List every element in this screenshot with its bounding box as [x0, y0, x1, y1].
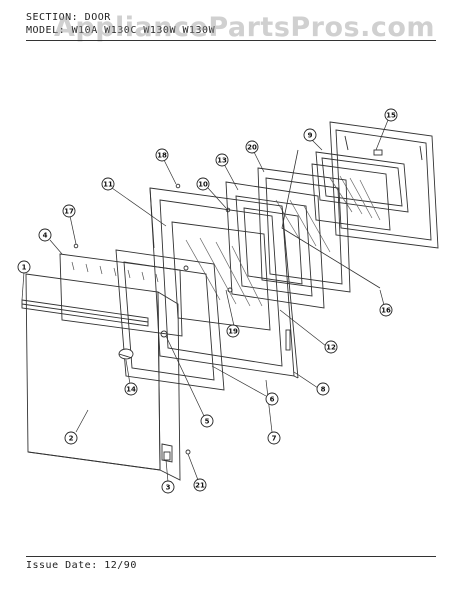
callout-number: 12: [326, 344, 336, 352]
callout-circle: [64, 431, 78, 445]
callout-circle: [384, 108, 398, 122]
callout-number: 14: [126, 386, 136, 394]
part-20-glass-frame: [257, 167, 351, 293]
callout-number: 10: [198, 181, 208, 189]
leader-lines: [21, 119, 389, 483]
callout-circle: [226, 324, 240, 338]
callout-16: 16: [379, 303, 393, 317]
callout-circle: [303, 128, 317, 142]
callout-circle: [196, 177, 210, 191]
callout-number: 13: [217, 157, 227, 165]
callout-circle: [316, 382, 330, 396]
callout-circle: [245, 140, 259, 154]
callout-number: 15: [386, 112, 396, 120]
callout-13: 13: [215, 153, 229, 167]
part-13-window-liner: [225, 181, 325, 309]
section-title: SECTION: DOOR: [26, 12, 111, 23]
callout-8: 8: [316, 382, 330, 396]
callout-number: 6: [270, 396, 275, 404]
callout-19: 19: [226, 324, 240, 338]
callout-12: 12: [324, 340, 338, 354]
callout-circle: [267, 431, 281, 445]
part-4-inner-panel: [59, 253, 183, 337]
diagram-header: SECTION: DOOR MODEL: W10A W130C W130W W1…: [26, 11, 215, 37]
part-1-door-handle: [21, 299, 149, 327]
callout-5: 5: [200, 414, 214, 428]
callout-number: 20: [247, 144, 257, 152]
callout-18: 18: [155, 148, 169, 162]
callout-circle: [62, 204, 76, 218]
callout-number: 21: [195, 482, 205, 490]
callout-21: 21: [193, 478, 207, 492]
callout-3: 3: [161, 480, 175, 494]
callout-4: 4: [38, 228, 52, 242]
part-3-hinge: [163, 451, 171, 461]
part-11-inner-frame: [149, 187, 299, 379]
callout-circle: [324, 340, 338, 354]
part-9-glass-pack: [311, 151, 409, 231]
part-5-screw: [160, 330, 168, 338]
callout-number: 17: [64, 208, 74, 216]
callout-1: 1: [17, 260, 31, 274]
callout-14: 14: [124, 382, 138, 396]
callout-number: 5: [205, 418, 210, 426]
callout-number: 18: [157, 152, 167, 160]
part-17-screw: [73, 243, 79, 249]
callout-circle: [38, 228, 52, 242]
model-list: MODEL: W10A W130C W130W W130W: [26, 25, 216, 36]
callout-number: 7: [272, 435, 277, 443]
part-21-hinge-screw: [185, 449, 191, 455]
part-16-bracket-line: [281, 149, 381, 289]
callout-7: 7: [267, 431, 281, 445]
callout-20: 20: [245, 140, 259, 154]
callout-9: 9: [303, 128, 317, 142]
callout-number: 1: [22, 264, 27, 272]
callout-circle: [379, 303, 393, 317]
callout-circle: [155, 148, 169, 162]
callout-17: 17: [62, 204, 76, 218]
callout-circle: [124, 382, 138, 396]
header-rule: [26, 40, 436, 41]
callout-11: 11: [101, 177, 115, 191]
callout-6: 6: [265, 392, 279, 406]
callout-2: 2: [64, 431, 78, 445]
part-2-outer-door: [25, 273, 181, 481]
callout-circle: [193, 478, 207, 492]
callout-number: 9: [308, 132, 313, 140]
callout-number: 16: [381, 307, 391, 315]
part-10-screw: [225, 207, 231, 213]
callout-number: 2: [69, 435, 74, 443]
callout-15: 15: [384, 108, 398, 122]
callout-circle: [265, 392, 279, 406]
callout-circle: [215, 153, 229, 167]
footer-rule: [26, 556, 436, 557]
callout-circle: [101, 177, 115, 191]
callout-number: 4: [43, 232, 48, 240]
issue-date: Issue Date: 12/90: [26, 560, 137, 571]
callout-10: 10: [196, 177, 210, 191]
callout-circle: [161, 480, 175, 494]
callout-number: 3: [166, 484, 171, 492]
callout-number: 11: [103, 181, 113, 189]
callout-number: 19: [228, 328, 238, 336]
callout-circle: [17, 260, 31, 274]
part-14-knob: [118, 348, 134, 360]
callout-number: 8: [321, 386, 326, 394]
callout-circle: [200, 414, 214, 428]
part-18-screw: [175, 183, 181, 189]
